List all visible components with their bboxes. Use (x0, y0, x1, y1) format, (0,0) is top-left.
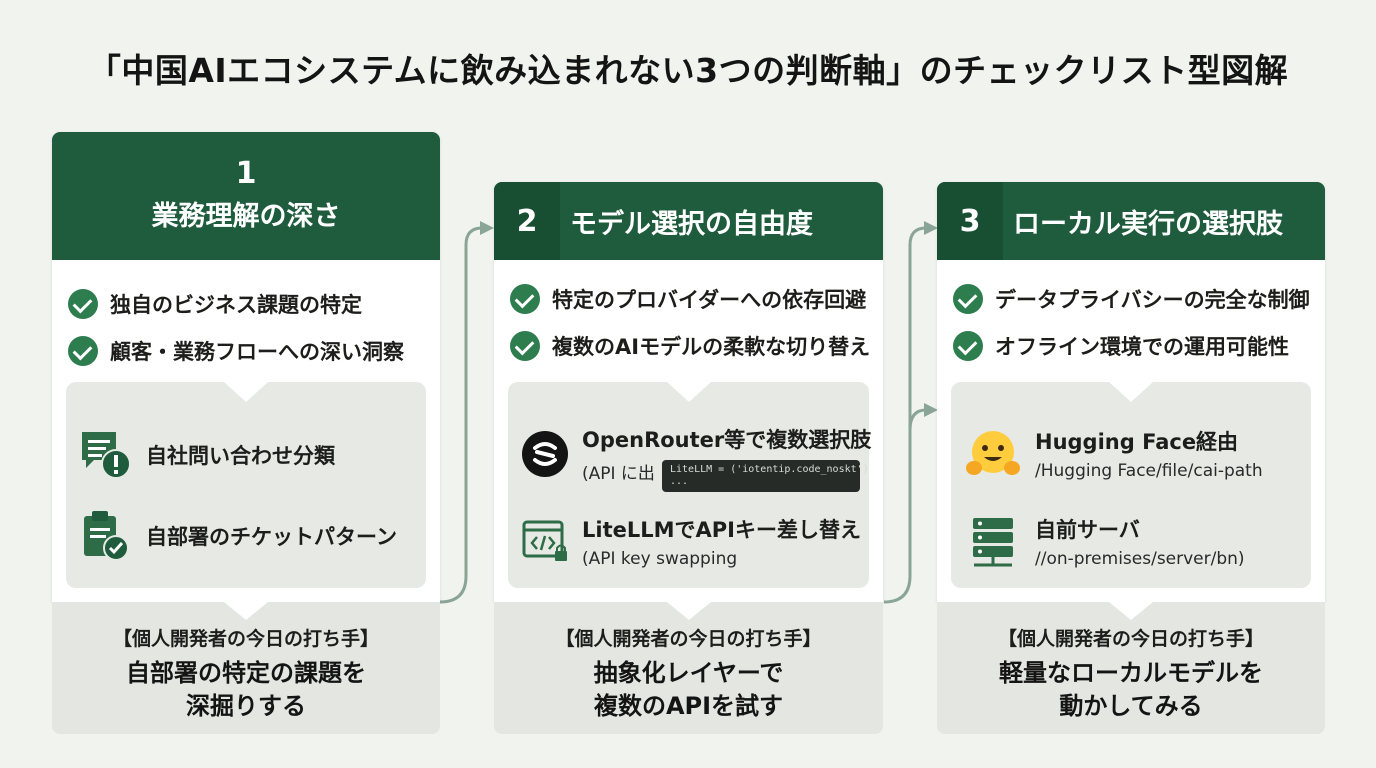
card-3-heading: ローカル実行の選択肢 (1013, 208, 1283, 240)
card-3-example-panel: Hugging Face経由 /Hugging Face/file/cai-pa… (951, 382, 1311, 588)
chat-alert-icon (82, 432, 131, 479)
example-item-sub: /Hugging Face/file/cai-path (1035, 461, 1263, 481)
example-item: 自部署のチケットパターン (66, 508, 426, 564)
connector-arrow-3-upper (924, 221, 938, 235)
check-circle-icon (510, 330, 540, 361)
clipboard-check-icon (84, 511, 129, 561)
connector-2-to-3-lower (908, 408, 927, 431)
card-1-footer: 【個人開発者の今日の打ち手】 自部署の特定の課題を 深掘りする (52, 602, 440, 734)
example-item: Hugging Face経由 /Hugging Face/file/cai-pa… (951, 426, 1311, 481)
footer-action: 軽量なローカルモデルを 動かしてみる (999, 659, 1263, 720)
card-model-choice: 2 モデル選択の自由度 特定のプロバイダーへの依存回避 複数のAIモデルの柔軟な… (494, 182, 883, 602)
card-3-number: 3 (937, 182, 1003, 260)
example-item-label: 自社問い合わせ分類 (146, 444, 335, 468)
check-item: データプライバシーの完全な制御 (953, 275, 1325, 322)
footer-action: 抽象化レイヤーで 複数のAPIを試す (593, 659, 784, 720)
card-1-checklist: 独自のビジネス課題の特定 顧客・業務フローへの深い洞察 (52, 260, 440, 374)
card-3-header: 3 ローカル実行の選択肢 (937, 182, 1325, 260)
check-item: 独自のビジネス課題の特定 (68, 280, 440, 327)
example-item-sub: //on-premises/server/bn) (1035, 549, 1245, 569)
check-circle-icon (68, 288, 98, 319)
example-item: 自前サーバ //on-premises/server/bn) (951, 514, 1311, 569)
footer-label: 【個人開発者の今日の打ち手】 (997, 628, 1264, 650)
footer-label: 【個人開発者の今日の打ち手】 (555, 628, 822, 650)
check-circle-icon (953, 330, 983, 361)
example-item: LiteLLMでAPIキー差し替え (API key swapping (508, 514, 869, 569)
example-item-label: Hugging Face経由 (1035, 430, 1239, 454)
example-item-label: LiteLLMでAPIキー差し替え (582, 518, 861, 542)
connector-arrow-3-lower (924, 403, 938, 417)
code-window-lock-icon (522, 520, 567, 561)
example-item: 自社問い合わせ分類 (66, 428, 426, 482)
connector-2-to-3-upper (883, 226, 927, 604)
page-title: 「中国AIエコシステムに飲み込まれない3つの判断軸」のチェックリスト型図解 (87, 51, 1289, 90)
card-1-heading: 業務理解の深さ (151, 201, 341, 232)
example-item: OpenRouter等で複数選択肢 (API に出 (508, 424, 872, 484)
check-item: 特定のプロバイダーへの依存回避 (510, 275, 883, 322)
card-2-example-panel: OpenRouter等で複数選択肢 (API に出 LiteLLM = ('io… (508, 382, 872, 588)
card-2-header: 2 モデル選択の自由度 (494, 182, 883, 260)
example-item-sub: (API key swapping (582, 549, 738, 569)
card-3-footer: 【個人開発者の今日の打ち手】 軽量なローカルモデルを 動かしてみる (937, 602, 1325, 734)
example-item-label: 自前サーバ (1035, 518, 1140, 542)
card-local-execution: 3 ローカル実行の選択肢 データプライバシーの完全な制御 オフライン環境での運用… (937, 182, 1325, 602)
card-1-example-panel: 自社問い合わせ分類 自部署のチケットパターン (66, 382, 426, 588)
check-circle-icon (68, 335, 98, 366)
openrouter-logo-icon (522, 431, 568, 477)
hugging-face-icon (966, 430, 1020, 475)
card-1-header: 1 業務理解の深さ (52, 132, 440, 260)
check-circle-icon (953, 283, 983, 314)
check-circle-icon (510, 283, 540, 314)
example-item-label: OpenRouter等で複数選択肢 (582, 428, 872, 452)
footer-label: 【個人開発者の今日の打ち手】 (112, 628, 379, 650)
card-1-number: 1 (235, 156, 257, 191)
card-2-number: 2 (494, 182, 560, 260)
card-business-understanding: 1 業務理解の深さ 独自のビジネス課題の特定 顧客・業務フローへの深い洞察 自社… (52, 132, 440, 602)
card-2-checklist: 特定のプロバイダーへの依存回避 複数のAIモデルの柔軟な切り替え (494, 260, 883, 369)
example-item-label: 自部署のチケットパターン (146, 525, 397, 549)
connector-arrow-2 (480, 221, 494, 235)
card-3-checklist: データプライバシーの完全な制御 オフライン環境での運用可能性 (937, 260, 1325, 369)
check-item: オフライン環境での運用可能性 (953, 322, 1325, 369)
check-item: 複数のAIモデルの柔軟な切り替え (510, 322, 883, 369)
connector-1-to-2 (439, 226, 483, 604)
server-icon (973, 517, 1013, 566)
footer-action: 自部署の特定の課題を 深掘りする (126, 659, 366, 720)
check-item: 顧客・業務フローへの深い洞察 (68, 327, 440, 374)
card-2-footer: 【個人開発者の今日の打ち手】 抽象化レイヤーで 複数のAPIを試す (494, 602, 883, 734)
code-snippet: LiteLLM = ('iotentip.code_noskt')... (662, 460, 869, 492)
example-item-sub: (API に出 (582, 464, 655, 484)
card-2-heading: モデル選択の自由度 (570, 208, 813, 240)
